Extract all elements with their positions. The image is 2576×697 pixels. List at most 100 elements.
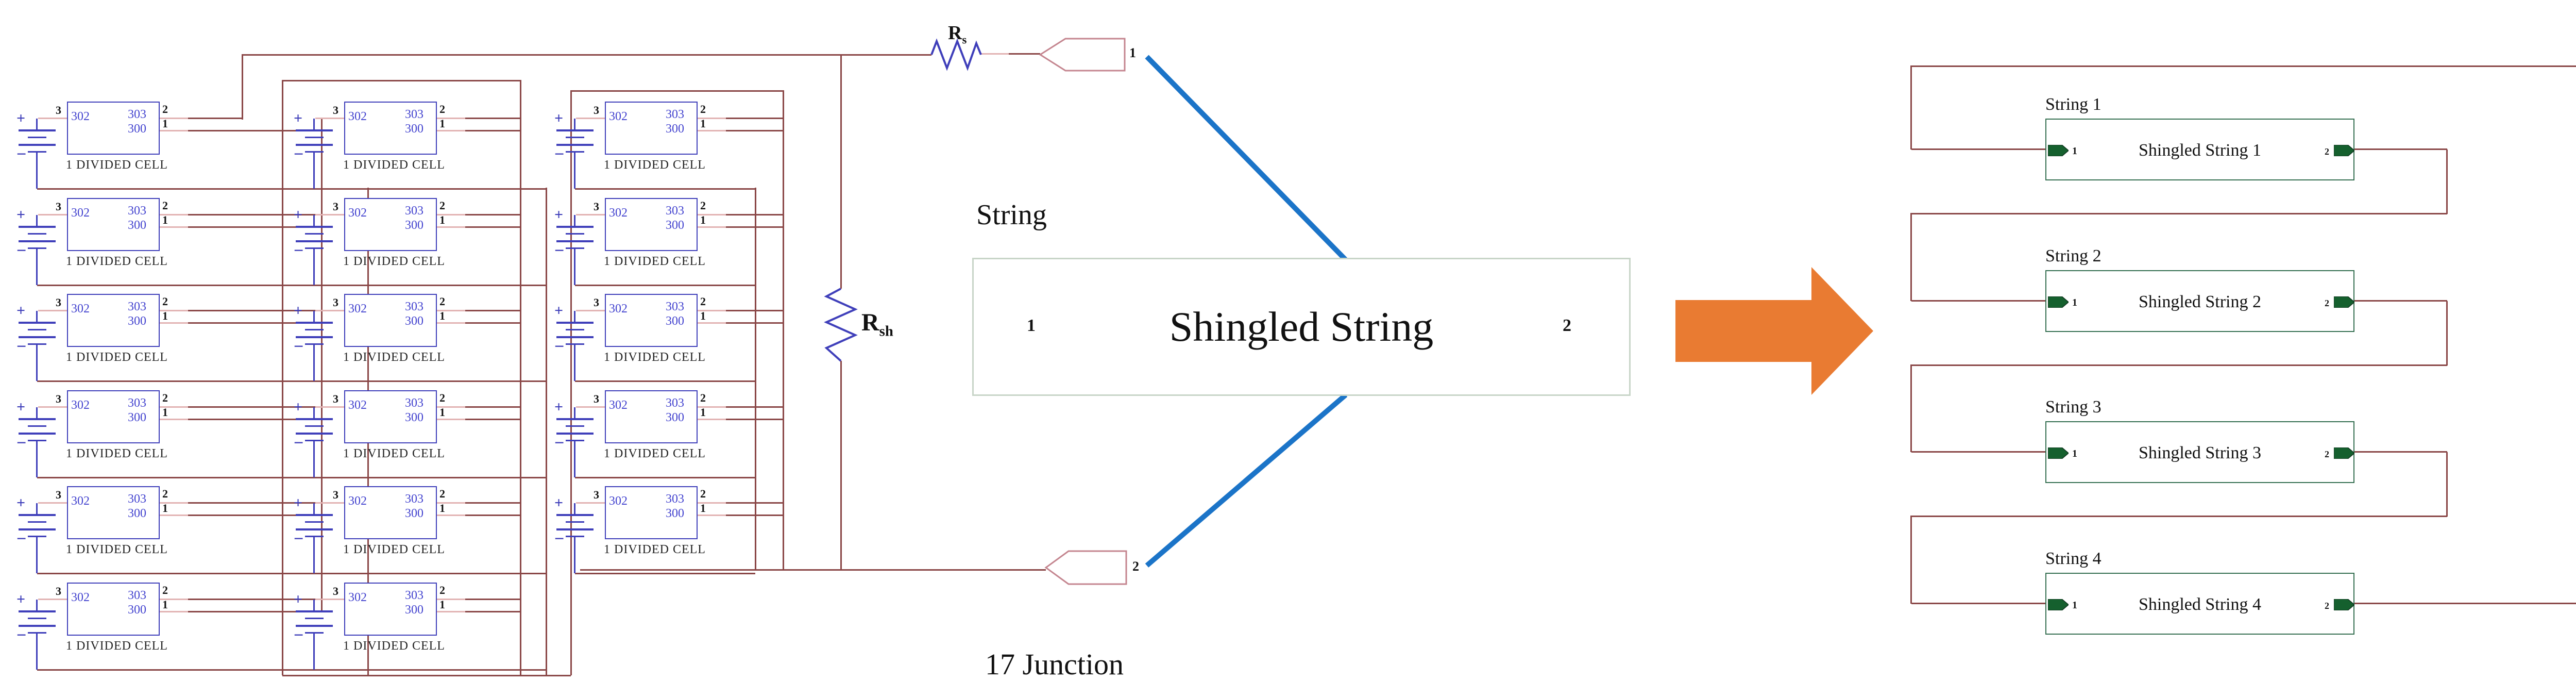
battery-plate-icon xyxy=(305,632,324,634)
wire xyxy=(314,573,546,574)
cell-pin3-label: 3 xyxy=(56,392,61,405)
string-pin-2-label: 2 xyxy=(2325,146,2329,157)
cell-node-300: 300 xyxy=(405,507,423,520)
port-tag-1[interactable] xyxy=(1039,38,1126,72)
cell-node-300: 300 xyxy=(666,507,684,520)
divided-cell[interactable]: + − 302 303 300 3 2 1 1 DIVIDED CELL xyxy=(294,390,572,486)
cell-box: 302 303 300 xyxy=(605,198,698,251)
battery-minus: − xyxy=(16,434,27,453)
string-block-0[interactable]: String 1 Shingled String 1 1 2 xyxy=(2045,95,2354,180)
string-block-1[interactable]: String 2 Shingled String 2 1 2 xyxy=(2045,246,2354,332)
wire xyxy=(1911,364,2447,366)
divided-cell[interactable]: + − 302 303 300 3 2 1 1 DIVIDED CELL xyxy=(554,390,833,486)
wire xyxy=(321,118,323,612)
battery-lead xyxy=(313,345,315,381)
wire xyxy=(188,214,321,215)
divided-cell[interactable]: + − 302 303 300 3 2 1 1 DIVIDED CELL xyxy=(16,390,295,486)
wire xyxy=(726,130,783,131)
battery-minus: − xyxy=(294,145,304,164)
divided-cell[interactable]: + − 302 303 300 3 2 1 1 DIVIDED CELL xyxy=(294,198,572,294)
cell-node-302: 302 xyxy=(609,206,628,220)
divided-cell[interactable]: + − 302 303 300 3 2 1 1 DIVIDED CELL xyxy=(16,294,295,390)
wire xyxy=(1911,300,2047,302)
wire xyxy=(188,419,321,420)
divided-cell[interactable]: + − 302 303 300 3 2 1 1 DIVIDED CELL xyxy=(16,583,295,678)
battery-plate-icon xyxy=(305,233,324,235)
divided-cell[interactable]: + − 302 303 300 3 2 1 1 DIVIDED CELL xyxy=(16,198,295,294)
divided-cell[interactable]: + − 302 303 300 3 2 1 1 DIVIDED CELL xyxy=(554,102,833,197)
cell-pin1-label: 1 xyxy=(439,406,445,419)
battery-plate-icon xyxy=(556,336,594,338)
battery-minus: − xyxy=(294,626,304,645)
cell-box: 302 303 300 xyxy=(67,486,160,539)
battery-lead xyxy=(574,249,575,285)
wire xyxy=(314,188,546,190)
pin3-wire xyxy=(576,310,605,311)
pin3-wire xyxy=(315,310,344,311)
cell-pin3-label: 3 xyxy=(56,296,61,309)
cell-pin2-label: 2 xyxy=(162,199,168,212)
port-tag-2[interactable] xyxy=(1044,550,1127,585)
divided-cell[interactable]: + − 302 303 300 3 2 1 1 DIVIDED CELL xyxy=(554,198,833,294)
cell-node-302: 302 xyxy=(71,110,90,123)
wire xyxy=(314,669,546,671)
string-block-title: String 2 xyxy=(2045,246,2102,265)
divided-cell[interactable]: + − 302 303 300 3 2 1 1 DIVIDED CELL xyxy=(16,102,295,197)
string-pin-1-label: 1 xyxy=(2072,145,2077,157)
string-pin-1-label: 1 xyxy=(2072,600,2077,611)
cell-caption: 1 DIVIDED CELL xyxy=(343,351,445,364)
wire xyxy=(160,310,188,311)
wire xyxy=(1911,148,2047,150)
wire xyxy=(580,569,1046,571)
wire xyxy=(698,118,726,119)
battery-lead xyxy=(313,537,315,573)
cell-node-303: 303 xyxy=(128,589,146,602)
wire xyxy=(465,226,520,228)
cell-caption: 1 DIVIDED CELL xyxy=(604,255,706,268)
battery-plate-icon xyxy=(296,418,333,420)
cell-node-302: 302 xyxy=(71,302,90,316)
wire xyxy=(726,310,783,311)
battery-lead xyxy=(574,215,575,226)
divided-cell[interactable]: + − 302 303 300 3 2 1 1 DIVIDED CELL xyxy=(294,583,572,678)
wire xyxy=(314,477,546,478)
shingled-string-block[interactable]: Shingled String 1 2 xyxy=(972,258,1631,396)
battery-lead xyxy=(36,153,38,189)
string-block-2[interactable]: String 3 Shingled String 3 1 2 xyxy=(2045,397,2354,483)
wire xyxy=(465,611,520,612)
cell-node-302: 302 xyxy=(71,591,90,604)
wire xyxy=(160,419,188,420)
wire xyxy=(437,118,465,119)
wire xyxy=(465,515,520,516)
wire xyxy=(160,130,188,131)
wire xyxy=(437,406,465,408)
string-pin-1-label: 1 xyxy=(2072,297,2077,308)
pin3-wire xyxy=(576,214,605,215)
pin3-wire xyxy=(315,406,344,408)
divided-cell[interactable]: + − 302 303 300 3 2 1 1 DIVIDED CELL xyxy=(554,294,833,390)
wire xyxy=(160,406,188,408)
divided-cell[interactable]: + − 302 303 300 3 2 1 1 DIVIDED CELL xyxy=(294,486,572,582)
cell-node-303: 303 xyxy=(405,108,423,121)
battery-plate-icon xyxy=(305,536,324,537)
wire xyxy=(575,573,755,574)
divided-cell[interactable]: + − 302 303 300 3 2 1 1 DIVIDED CELL xyxy=(294,294,572,390)
wire xyxy=(437,515,465,516)
divided-cell[interactable]: + − 302 303 300 3 2 1 1 DIVIDED CELL xyxy=(294,102,572,197)
divided-cell[interactable]: + − 302 303 300 3 2 1 1 DIVIDED CELL xyxy=(554,486,833,582)
port-tag-2-label: 2 xyxy=(1132,559,1139,574)
wire xyxy=(726,502,783,504)
battery-plus: + xyxy=(16,206,26,223)
battery-plus: + xyxy=(294,494,303,511)
wire xyxy=(465,502,520,504)
string-block-3[interactable]: String 4 Shingled String 4 1 2 xyxy=(2045,549,2354,635)
cell-node-302: 302 xyxy=(348,494,367,508)
battery-lead xyxy=(36,441,38,477)
battery-plate-icon xyxy=(305,618,324,619)
divided-cell[interactable]: + − 302 303 300 3 2 1 1 DIVIDED CELL xyxy=(16,486,295,582)
wire xyxy=(726,322,783,324)
cell-pin2-label: 2 xyxy=(162,295,168,308)
battery-lead xyxy=(313,503,315,515)
battery-plate-icon xyxy=(28,440,46,441)
